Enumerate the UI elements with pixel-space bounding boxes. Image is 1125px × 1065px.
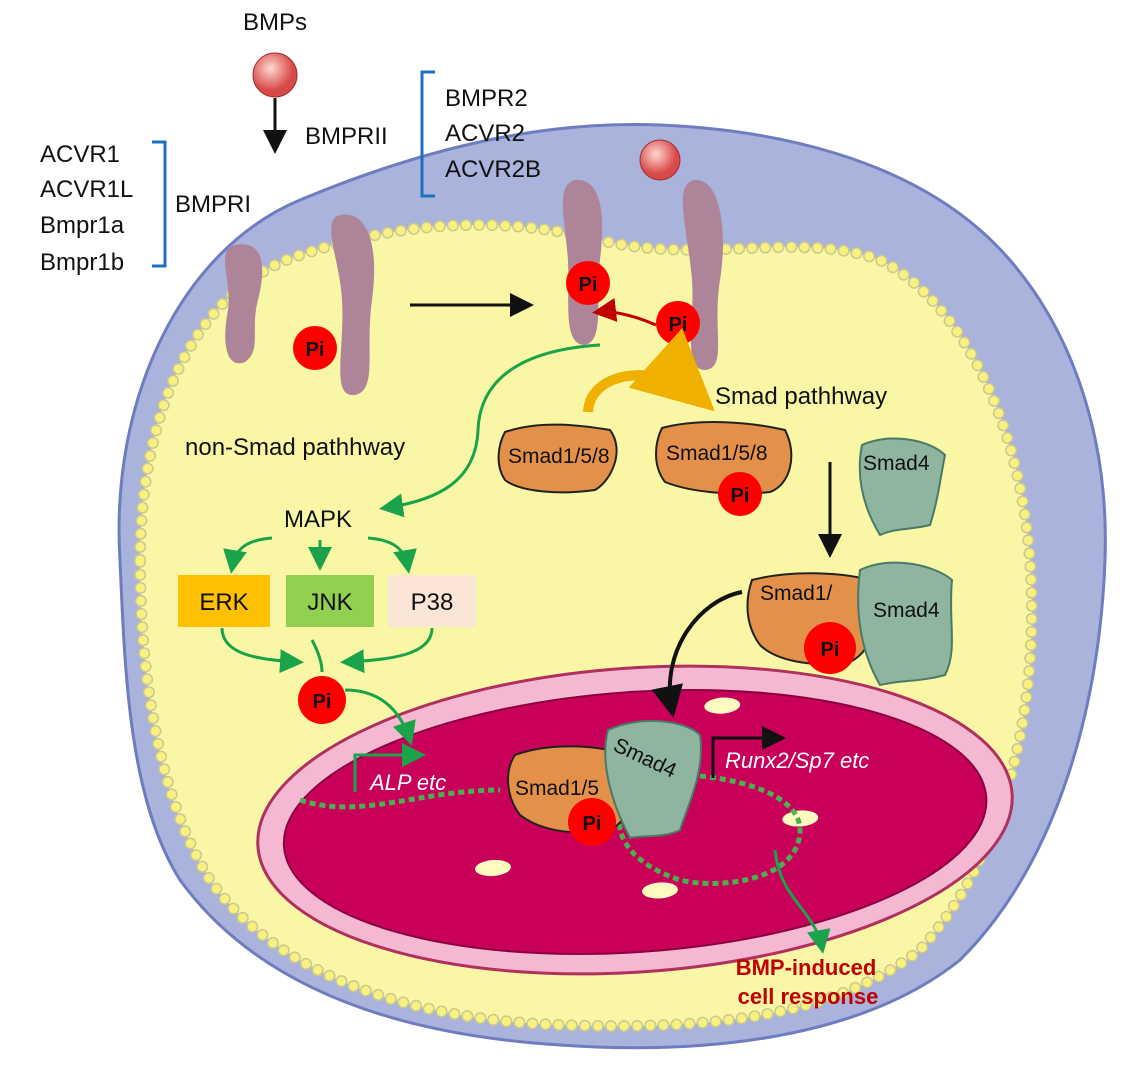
bmprii-label: BMPRII (305, 123, 388, 150)
bmprii-member: BMPR2 (445, 85, 528, 112)
transcription-arrow (711, 726, 786, 778)
smad158-protein (655, 421, 793, 495)
response-arrow (773, 849, 831, 954)
complex-smad4-label: Smad4 (873, 599, 940, 622)
phospho-transfer-arrow (592, 297, 657, 327)
kinase-jnk: JNK (286, 575, 374, 627)
pi-badge: Pi (293, 326, 337, 370)
smad-pathway-arrow (583, 328, 715, 413)
smad158-label: Smad1/5/8 (508, 445, 610, 468)
pi-badge: Pi (566, 261, 610, 305)
pi-badge: Pi (656, 301, 700, 345)
bmp-ligand (252, 52, 298, 98)
kinase-converge-arrows (220, 627, 434, 792)
svg-text:ERK: ERK (199, 589, 248, 616)
response-label-line2: cell response (738, 984, 879, 1009)
pi-badge: Pi (298, 676, 346, 724)
kinase-erk: ERK (178, 575, 270, 627)
bmpri-member: Bmpr1b (40, 249, 124, 276)
svg-text:Pi: Pi (313, 691, 332, 713)
dna (299, 771, 803, 886)
kinase-p38: P38 (388, 575, 476, 627)
bmpri-member: Bmpr1a (40, 212, 125, 239)
mapk-label: MAPK (284, 506, 352, 533)
non-smad-arrow (379, 343, 601, 518)
bmprii-bracket (420, 70, 435, 198)
bmprii-member: ACVR2 (445, 120, 525, 147)
nuclear-smad15-label: Smad1/5 (515, 777, 599, 800)
svg-text:Pi: Pi (669, 314, 688, 336)
bmpri-bracket (152, 140, 167, 268)
svg-text:Pi: Pi (583, 813, 602, 835)
bmp-ligand-bound (639, 139, 681, 181)
svg-text:P38: P38 (411, 589, 454, 616)
smad158-protein (497, 423, 618, 494)
bmps-label: BMPs (243, 9, 307, 36)
smad4-protein (604, 720, 702, 840)
svg-text:Pi: Pi (821, 639, 840, 661)
response-label-line1: BMP-induced (736, 955, 877, 980)
svg-text:Pi: Pi (731, 485, 750, 507)
runx2-gene-label: Runx2/Sp7 etc (725, 748, 869, 773)
bmpri-member: ACVR1L (40, 176, 133, 203)
smad4-protein (858, 437, 947, 537)
alp-gene-label: ALP etc (368, 770, 446, 795)
non-smad-pathway-label: non-Smad pathhway (185, 434, 405, 461)
smad4-protein (857, 561, 954, 687)
svg-text:JNK: JNK (307, 589, 352, 616)
bmpri-label: BMPRI (175, 191, 251, 218)
smad158-label: Smad1/5/8 (666, 442, 768, 465)
pi-badge: Pi (804, 622, 856, 674)
smad-pathway-label: Smad pathhway (715, 383, 887, 410)
complex-smad1-label: Smad1/ (760, 582, 833, 605)
mapk-arrows (223, 536, 417, 574)
nuclear-translocation-arrow (651, 590, 743, 718)
svg-text:Pi: Pi (579, 274, 598, 296)
svg-text:Pi: Pi (306, 339, 325, 361)
smad4-label: Smad4 (863, 452, 930, 475)
bmpri-member: ACVR1 (40, 141, 120, 168)
pi-badge: Pi (568, 798, 616, 846)
bmprii-member: ACVR2B (445, 156, 541, 183)
pi-badge: Pi (718, 472, 762, 516)
